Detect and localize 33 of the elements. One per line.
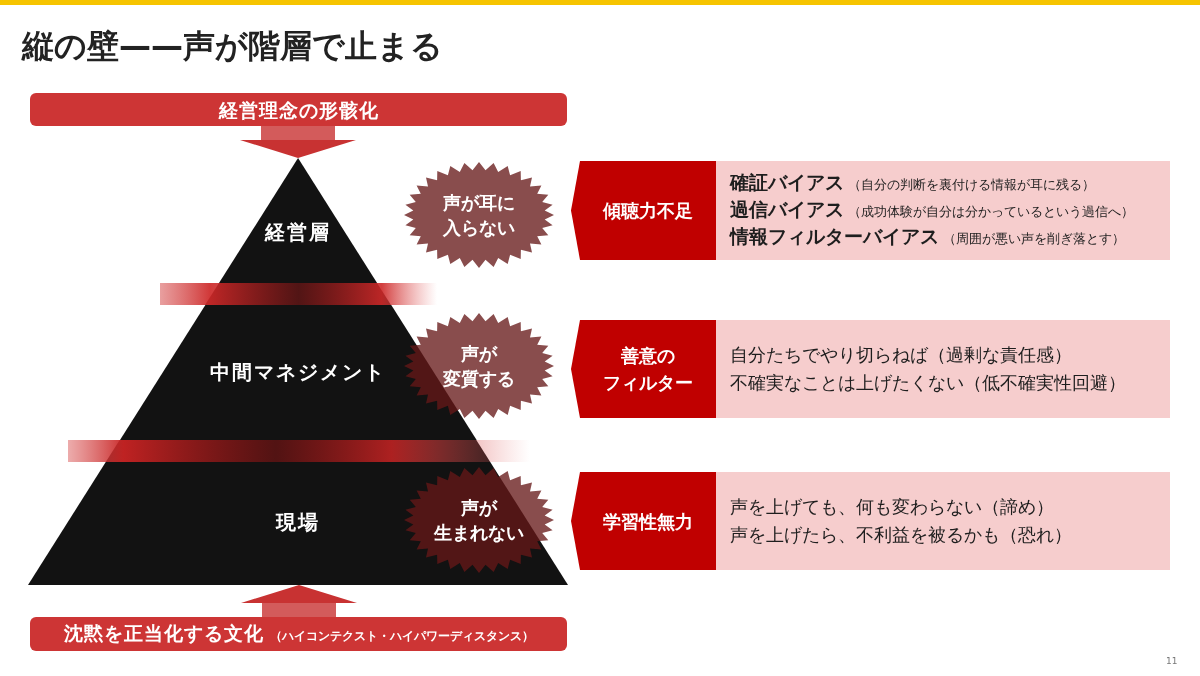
category-label: 学習性無力 (602, 509, 693, 534)
burst-text: 声が耳に入らない (442, 191, 516, 240)
speech-burst (404, 162, 554, 268)
burst-text: 声が生まれない (433, 496, 525, 545)
description-line: 情報フィルターバイアス（周囲が悪い声を削ぎ落とす） (730, 224, 1125, 249)
pointed-tag (571, 320, 716, 418)
tier-label: 経営層 (265, 220, 331, 244)
banner-text: 沈黙を正当化する文化（ハイコンテクスト・ハイパワーディスタンス） (63, 620, 534, 646)
description-line: 確証バイアス（自分の判断を裏付ける情報が耳に残る） (730, 170, 1095, 195)
page-number: 11 (1166, 656, 1178, 666)
banner (30, 617, 567, 651)
description-panel (716, 320, 1170, 418)
block-arrow (240, 585, 357, 617)
description-line: 過信バイアス（成功体験が自分は分かっているという過信へ） (730, 197, 1134, 222)
category-label: 善意のフィルター (601, 344, 694, 395)
slide-title: 縦の壁——声が階層で止まる (22, 26, 443, 67)
burst-text: 声が変質する (442, 342, 516, 391)
block-arrow (240, 126, 356, 158)
category-label: 傾聴力不足 (602, 199, 693, 223)
pointed-tag (571, 161, 716, 260)
speech-burst (404, 313, 554, 419)
description-line: 声を上げたら、不利益を被るかも（恐れ） (730, 523, 1072, 547)
banner (30, 93, 567, 126)
description-line: 自分たちでやり切らねば（過剰な責任感） (730, 343, 1072, 367)
description-line: 不確実なことは上げたくない（低不確実性回避） (730, 371, 1126, 395)
tier-label: 中間マネジメント (210, 360, 386, 384)
pointed-tag (571, 472, 716, 570)
divider-band (160, 283, 437, 305)
description-panel (716, 161, 1170, 260)
banner-text: 経営理念の形骸化 (218, 97, 379, 122)
description-panel (716, 472, 1170, 570)
description-line: 声を上げても、何も変わらない（諦め） (730, 495, 1054, 519)
tier-label: 現場 (276, 510, 320, 534)
